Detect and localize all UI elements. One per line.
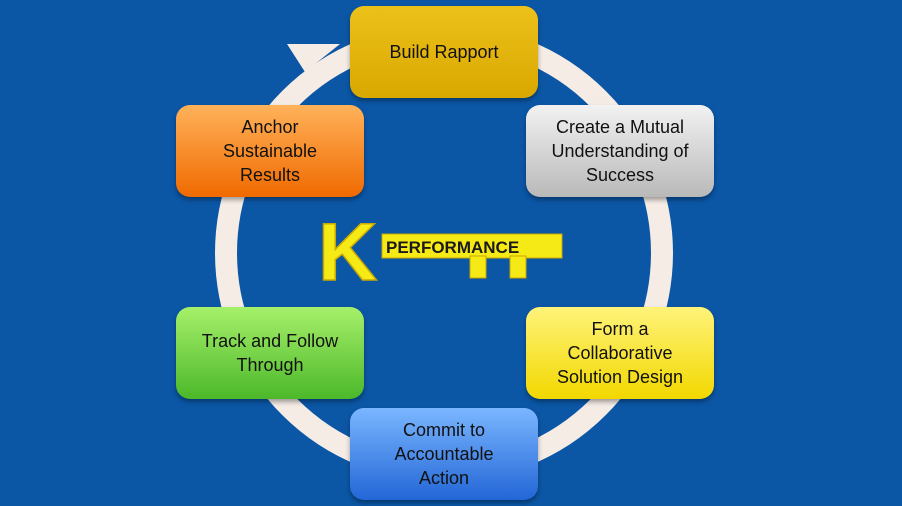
step-label: Commit to Accountable Action xyxy=(394,420,494,488)
key-logo: K PERFORMANCE xyxy=(317,206,563,299)
step-label: Track and Follow Through xyxy=(201,331,339,375)
cycle-arrowhead xyxy=(287,44,340,72)
step-collaborative-design: Form a Collaborative Solution Design xyxy=(526,307,714,399)
key-tooth-1 xyxy=(469,255,487,279)
step-label: Anchor Sustainable Results xyxy=(222,117,318,185)
key-letter: K xyxy=(318,207,377,298)
key-tooth-2 xyxy=(509,255,527,279)
step-build-rapport: Build Rapport xyxy=(350,6,538,98)
key-label: PERFORMANCE xyxy=(386,238,519,257)
step-track-follow: Track and Follow Through xyxy=(176,307,364,399)
step-label: Create a Mutual Understanding of Success xyxy=(551,117,689,185)
step-mutual-understanding: Create a Mutual Understanding of Success xyxy=(526,105,714,197)
step-label: Build Rapport xyxy=(389,42,499,62)
step-label: Form a Collaborative Solution Design xyxy=(556,319,684,387)
step-accountable-action: Commit to Accountable Action xyxy=(350,408,538,500)
step-anchor-results: Anchor Sustainable Results xyxy=(176,105,364,197)
